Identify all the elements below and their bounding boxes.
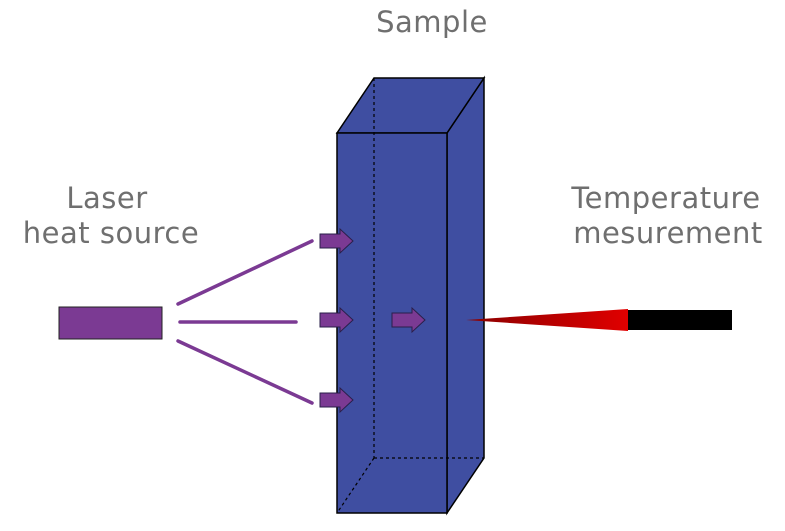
beam-upper <box>176 239 314 306</box>
probe-body <box>628 310 732 330</box>
heat-arrow-upper <box>319 227 354 255</box>
laser-beams <box>176 239 314 405</box>
laser-source <box>58 306 163 340</box>
temperature-label-line2: mesurement <box>573 216 763 250</box>
sample-hidden-edges <box>336 78 484 514</box>
heat-arrow-middle <box>319 306 354 334</box>
heat-arrows <box>319 227 426 414</box>
temperature-probe <box>466 309 732 331</box>
probe-tip <box>466 309 628 331</box>
heat-arrow-inside <box>391 306 426 334</box>
heat-arrow-lower <box>319 386 354 414</box>
laser-label-line1: Laser <box>66 181 147 215</box>
laser-label-line2: heat source <box>23 216 199 250</box>
temperature-label-line1: Temperature <box>570 181 760 215</box>
sample-block <box>335 75 486 516</box>
sample-label: Sample <box>376 5 488 39</box>
beam-lower <box>176 339 314 405</box>
sample-side-face <box>446 75 485 516</box>
